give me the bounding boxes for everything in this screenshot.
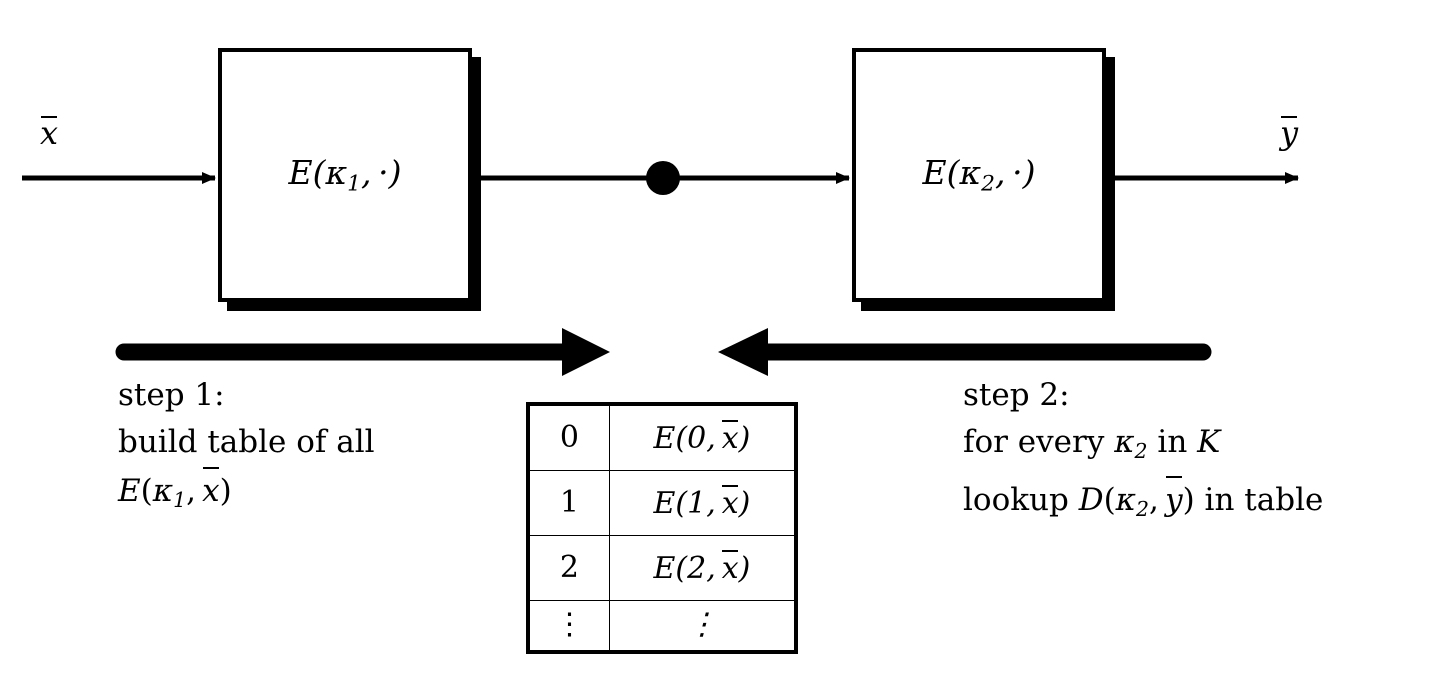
step-2-caption: step 2: for every κ2 in K lookup D(κ2, y… xyxy=(963,372,1323,533)
lookup-table-body: 0 E(0, x) 1 E(1, x) 2 E(2, x) xyxy=(530,406,794,650)
table-row[interactable]: 2 E(2, x) xyxy=(530,534,794,601)
keyspace-symbol: K xyxy=(1197,424,1221,460)
table-row-ellipsis: ⋮ ⋮ xyxy=(530,599,794,650)
step-2-line-2: for every κ2 in K xyxy=(963,424,1221,464)
table-cell-key: 0 xyxy=(530,406,610,471)
table-cell-value-ellipsis: ⋮ xyxy=(608,599,794,650)
table-cell-key-ellipsis: ⋮ xyxy=(530,599,610,650)
input-variable-label: x xyxy=(40,114,59,152)
step-2-arrow xyxy=(718,328,1212,376)
step-1-line-1: step 1: xyxy=(118,377,225,413)
table-cell-value: E(2, x) xyxy=(608,534,794,601)
output-variable-label: y xyxy=(1280,114,1299,152)
encryption-box-1-label: E(κ1, ·) xyxy=(288,153,402,197)
step-1-caption: step 1: build table of all E(κ1, x) xyxy=(118,372,375,524)
precomputed-encryption-table[interactable]: 0 E(0, x) 1 E(1, x) 2 E(2, x) xyxy=(526,402,798,654)
encryption-box-1[interactable]: E(κ1, ·) xyxy=(218,48,472,302)
table-cell-value: E(0, x) xyxy=(608,406,794,471)
encryption-box-2-label: E(κ2, ·) xyxy=(922,153,1036,197)
table-cell-key: 2 xyxy=(530,534,610,601)
table-cell-key: 1 xyxy=(530,469,610,536)
step-1-line-2: build table of all xyxy=(118,424,375,460)
table-row[interactable]: 0 E(0, x) xyxy=(530,406,794,471)
step-1-line-3: E(κ1, x) xyxy=(118,466,375,524)
table-row[interactable]: 1 E(1, x) xyxy=(530,469,794,536)
encryption-box-2[interactable]: E(κ2, ·) xyxy=(852,48,1106,302)
table-cell-value: E(1, x) xyxy=(608,469,794,536)
step-2-line-1: step 2: xyxy=(963,377,1070,413)
junction-dot xyxy=(646,161,680,195)
step-1-arrow xyxy=(115,328,610,376)
step-2-line-3: lookup D(κ2, y) in table xyxy=(963,475,1323,533)
